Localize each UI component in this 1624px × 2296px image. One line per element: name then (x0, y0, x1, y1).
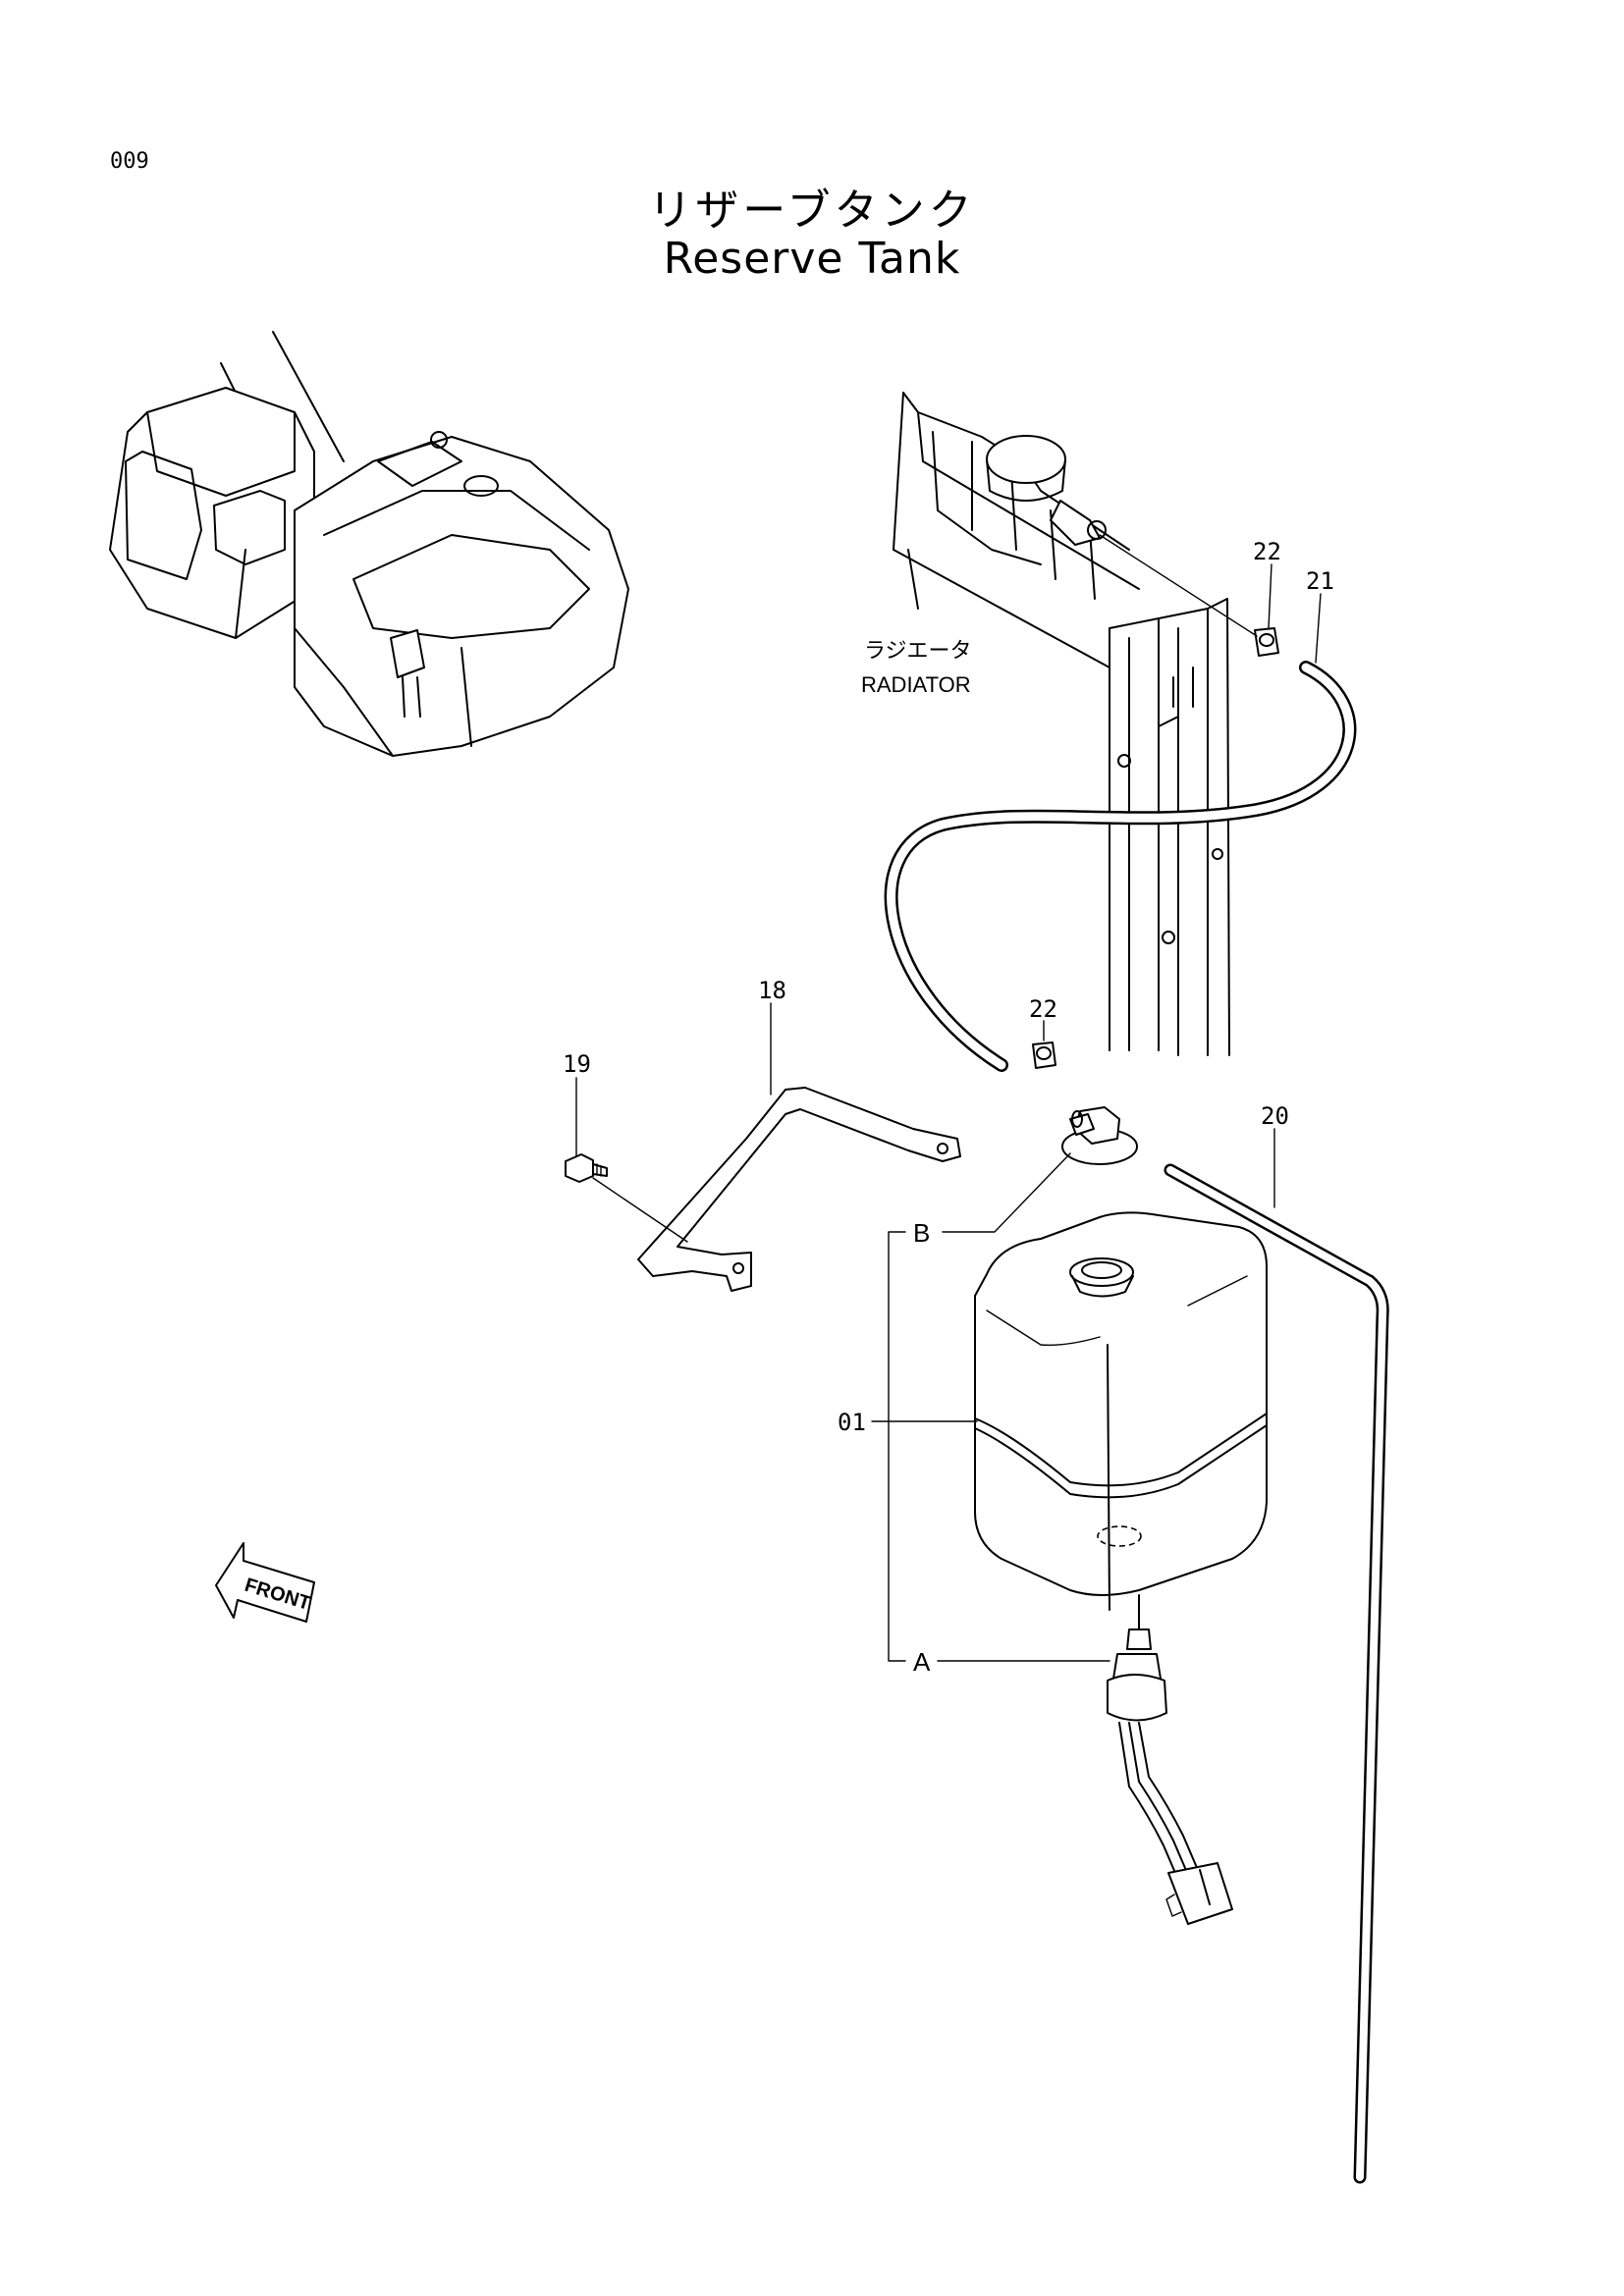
callout-22-middle: 22 (1029, 995, 1057, 1023)
page-number: 009 (110, 149, 149, 174)
radiator-label-english: RADIATOR (861, 672, 971, 697)
callout-19: 19 (563, 1050, 591, 1078)
callout-18: 18 (758, 977, 786, 1004)
tank-cap-part-b (1061, 1106, 1138, 1165)
radiator-label-japanese: ラジエータ (864, 638, 972, 663)
level-sensor-part-a (1107, 1594, 1233, 1925)
overflow-tube-part-20 (1164, 1163, 1389, 2184)
front-direction-arrow: FRONT (215, 1542, 315, 1623)
clamp-part-22-middle (1032, 1041, 1056, 1069)
excavator-overview-illustration (109, 331, 629, 757)
clamp-part-22-top (1254, 627, 1279, 657)
hose-part-21 (884, 661, 1357, 1072)
callout-20: 20 (1261, 1102, 1289, 1130)
radiator-illustration (893, 392, 1230, 1056)
leader-lines (575, 534, 1322, 1662)
page-title-japanese: リザーブタンク (648, 186, 976, 236)
callout-22-top: 22 (1253, 538, 1281, 565)
reserve-tank-part-01 (974, 1211, 1268, 1611)
callout-01: 01 (838, 1409, 866, 1436)
page-title-english: Reserve Tank (663, 234, 961, 284)
callout-b: B (913, 1218, 930, 1248)
callout-a: A (913, 1647, 931, 1677)
bolt-part-19 (565, 1153, 608, 1183)
callout-21: 21 (1306, 567, 1334, 595)
callout-labels: 22 21 ラジエータ RADIATOR 18 22 19 20 B 01 A (563, 538, 1334, 1677)
bracket-part-18 (637, 1087, 961, 1292)
